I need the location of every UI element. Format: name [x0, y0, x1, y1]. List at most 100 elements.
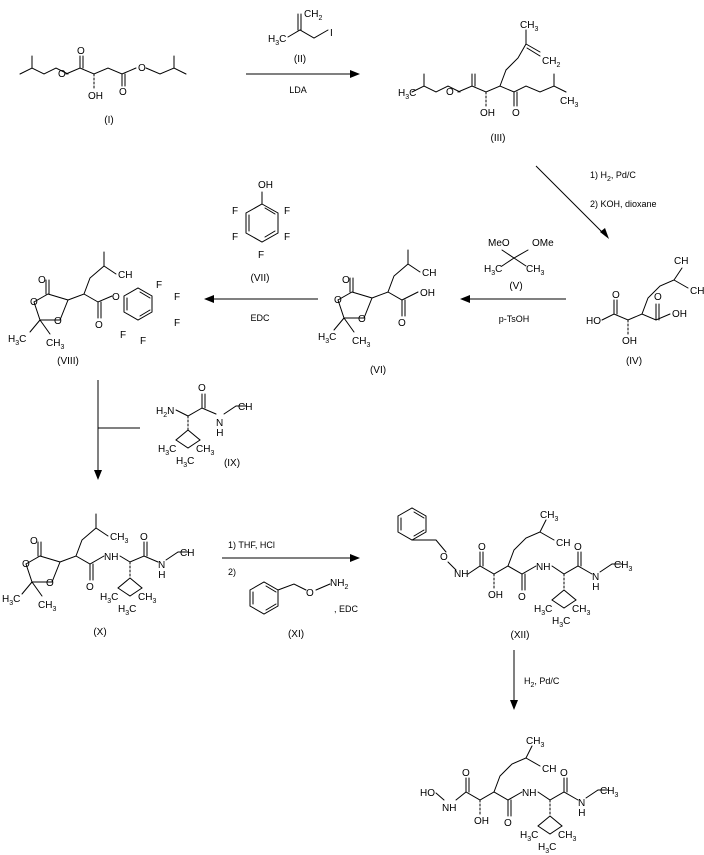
ether-oxygen: O: [440, 552, 448, 563]
reagent-II: CH2 H3C I (II): [268, 9, 333, 65]
carbonyl-oxygen: O: [478, 542, 486, 553]
fluorine-label: F: [120, 330, 126, 341]
hydroxyl-label: OH: [258, 180, 273, 191]
methyl-label: CH3: [46, 338, 64, 351]
methyl-label: H3C: [8, 334, 26, 347]
compound-label: (I): [104, 115, 113, 126]
methyl-label: H3C: [268, 34, 286, 47]
hydroxyl-label: OH: [622, 336, 637, 347]
fluorine-label: F: [284, 232, 290, 243]
methyl-label: H3C: [118, 604, 136, 617]
carbonyl-oxygen: O: [574, 542, 582, 553]
carbonyl-oxygen: O: [518, 592, 526, 603]
fluorine-label: F: [284, 206, 290, 217]
condition-text: 1) H2, Pd/C: [590, 170, 636, 183]
compound-label: (IV): [626, 356, 642, 367]
methyl-label: CH3: [38, 600, 56, 613]
condition-text: , EDC: [334, 604, 359, 614]
methyl-label: CH3: [110, 532, 128, 545]
methyl-label: H3C: [318, 332, 336, 345]
hydroxyl-label: OH: [474, 816, 489, 827]
ring-oxygen: O: [334, 295, 342, 306]
arrow-step-4: EDC: [204, 295, 318, 323]
hydroxyl-label: OH: [480, 108, 495, 119]
methyl-label: H3C: [100, 592, 118, 605]
condition-text: p-TsOH: [499, 314, 530, 324]
ring-oxygen: O: [22, 559, 30, 570]
fluorine-label: F: [174, 292, 180, 303]
ester-oxygen: O: [138, 63, 146, 74]
carbonyl-oxygen: O: [512, 108, 520, 119]
ring-oxygen: O: [46, 578, 54, 589]
methyl-label: CH3: [558, 830, 576, 843]
methyl-label: CH3: [572, 604, 590, 617]
carbonyl-oxygen: O: [140, 532, 148, 543]
methyl-label: H3C: [158, 444, 176, 457]
arrow-step-3: p-TsOH: [460, 295, 566, 324]
methyl-label: CH: [180, 548, 194, 559]
compound-label: (III): [491, 133, 506, 144]
amide-nitrogen: NH: [104, 552, 118, 563]
methyl-label: H3C: [398, 88, 416, 101]
fluorine-label: F: [258, 250, 264, 261]
condition-text: 2): [228, 567, 236, 577]
compound-label: (VI): [370, 365, 386, 376]
methyl-label: CH3: [526, 736, 544, 749]
fluorine-label: F: [156, 280, 162, 291]
methyl-label: H3C: [534, 604, 552, 617]
amine-label: H2N: [156, 406, 174, 419]
hydroxyl-label: OH: [488, 590, 503, 601]
carbonyl-oxygen: O: [504, 818, 512, 829]
methyl-label: CH3: [520, 20, 538, 33]
fluorine-label: F: [232, 206, 238, 217]
compound-label: (V): [509, 281, 522, 292]
methyl-label: CH: [118, 270, 132, 281]
carbonyl-oxygen: O: [86, 582, 94, 593]
carbonyl-oxygen: O: [77, 46, 85, 57]
carbonyl-oxygen: O: [95, 320, 103, 331]
methyl-label: H3C: [520, 830, 538, 843]
compound-label: (XI): [288, 629, 304, 640]
carbonyl-oxygen: O: [398, 318, 406, 329]
condition-text: H2, Pd/C: [524, 676, 560, 689]
reagent-XI: O NH2 (XI): [249, 578, 348, 640]
methyl-label: CH: [238, 402, 252, 413]
compound-VIII: O O O H3C CH3 CH O O F F F F F (VIII): [8, 251, 180, 367]
arrow-step-1: LDA: [246, 70, 360, 95]
methyl-label: CH3: [526, 264, 544, 277]
carbonyl-oxygen: O: [119, 87, 127, 98]
carboxyl-label: HO: [586, 316, 601, 327]
ring-oxygen: O: [30, 297, 38, 308]
reagent-V: MeO OMe H3C CH3 (V): [484, 238, 554, 292]
compound-label: (II): [294, 54, 306, 65]
reagent-VII: OH F F F F F (VII): [232, 180, 290, 284]
hydroxyl-label: OH: [88, 91, 103, 102]
carbonyl-oxygen: O: [198, 383, 206, 394]
fluorine-label: F: [232, 232, 238, 243]
methoxy-label: OMe: [532, 238, 554, 249]
compound-label: (IX): [224, 458, 240, 469]
compound-I: O O OH O O (I): [19, 46, 187, 126]
fluorine-label: F: [174, 318, 180, 329]
compound-VI: O O O H3C CH3 CH O OH (VI): [318, 249, 436, 376]
arrow-step-2: 1) H2, Pd/C 2) KOH, dioxane: [535, 165, 657, 239]
compound-label: (X): [93, 627, 106, 638]
methoxy-label: MeO: [488, 238, 510, 249]
fluorine-label: F: [140, 336, 146, 347]
ester-oxygen: O: [112, 292, 120, 303]
ether-oxygen: O: [306, 588, 314, 599]
carboxyl-label: OH: [420, 288, 435, 299]
compound-IV: HO O OH CH3 CH O OH (IV): [586, 256, 704, 367]
methyl-label: CH: [674, 256, 688, 267]
condition-text: 2) KOH, dioxane: [590, 199, 657, 209]
amide-nitrogen: NH: [442, 803, 456, 814]
arrow-step-6: 1) THF, HCl 2) , EDC: [222, 540, 360, 614]
ring-oxygen: O: [54, 316, 62, 327]
